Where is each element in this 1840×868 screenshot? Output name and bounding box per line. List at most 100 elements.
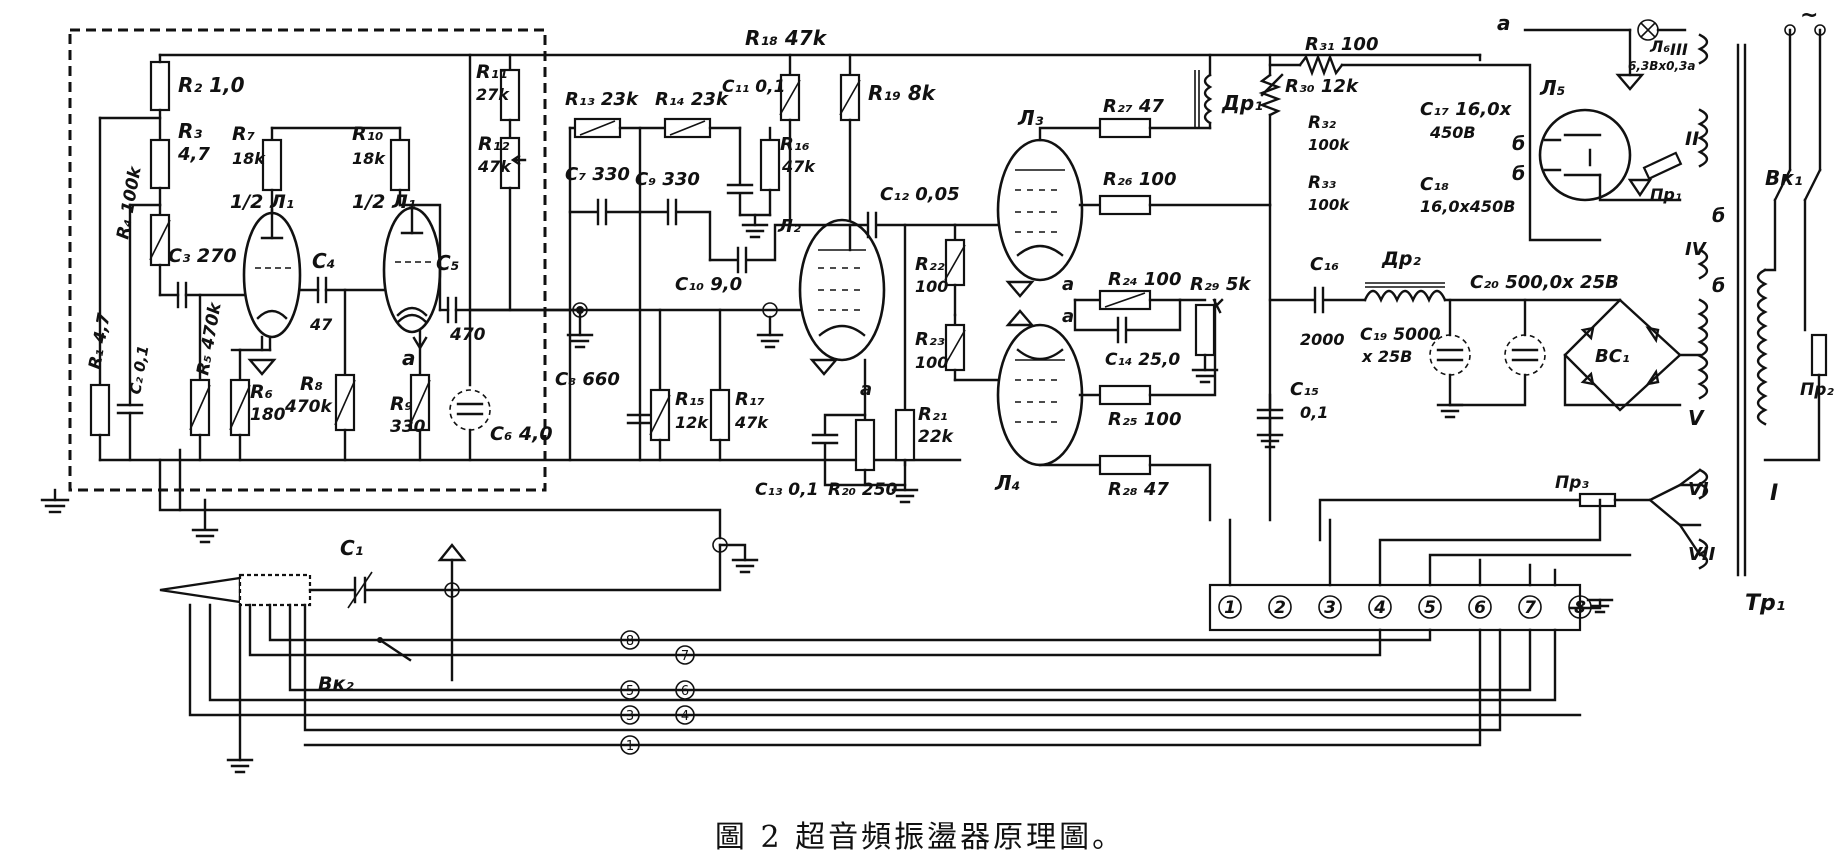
capacitor-c15 xyxy=(1256,393,1284,449)
label-bk1: Вк₁ xyxy=(1765,166,1803,190)
resistor-r3 xyxy=(149,138,171,207)
label-r27: R₂₇ 47 xyxy=(1103,96,1164,117)
resistor-r27 xyxy=(1038,117,1212,142)
label-c19: C₁₉ 5000 xyxy=(1360,325,1441,345)
connector-pin-4: 4 xyxy=(1368,595,1392,619)
label-c20: C₂₀ 500,0x 25В xyxy=(1470,272,1619,293)
svg-text:1: 1 xyxy=(626,739,634,754)
label-r33: R₃₃ xyxy=(1308,173,1337,193)
label-aTop: а xyxy=(1497,11,1511,35)
resistor-r31 xyxy=(1268,53,1602,242)
tube-l2 xyxy=(788,218,886,362)
label-a2: a xyxy=(860,379,872,400)
label-r18: R₁₈ 47k xyxy=(745,26,828,50)
label-pr1: Пр₁ xyxy=(1650,185,1682,204)
label-c17v: 450В xyxy=(1429,123,1476,142)
label-w1: I xyxy=(1770,481,1778,506)
label-b3: б xyxy=(1712,205,1725,227)
svg-text:8: 8 xyxy=(626,634,634,649)
label-l3: Л₃ xyxy=(1017,106,1044,130)
ground-mid2 xyxy=(756,302,784,349)
label-b4: б xyxy=(1712,275,1725,297)
label-l1b: 1/2 Л₁ xyxy=(352,191,416,213)
resistor-r21 xyxy=(894,408,916,492)
label-r15: R₁₅ xyxy=(675,389,705,410)
cable-marker-8: 8 xyxy=(620,630,640,650)
resistor-r13 xyxy=(568,117,667,139)
cable-bundle xyxy=(188,603,1582,774)
label-r8v: 470k xyxy=(284,397,333,417)
svg-text:3: 3 xyxy=(626,709,634,724)
label-r9v: 330 xyxy=(390,417,426,437)
label-a1: a xyxy=(402,346,416,370)
label-dr2: Др₂ xyxy=(1381,248,1422,270)
label-c3: C₃ 270 xyxy=(168,245,237,267)
b-plus-rail xyxy=(158,53,1482,62)
svg-text:5: 5 xyxy=(1424,598,1436,618)
label-a4: a xyxy=(1062,306,1074,327)
shield-ground xyxy=(40,488,70,514)
resistor-r6 xyxy=(229,335,272,462)
svg-text:6: 6 xyxy=(681,684,689,699)
capacitor-c1 xyxy=(347,543,722,609)
label-b1: б xyxy=(1512,133,1525,155)
capacitor-c2 xyxy=(116,203,162,462)
capacitor-c13 xyxy=(811,413,907,487)
ground-mid1 xyxy=(566,302,594,349)
figure-caption: 圖 2 超音頻振盪器原理圖。 xyxy=(714,820,1126,855)
shield-box xyxy=(68,28,547,492)
label-l2: Л₂ xyxy=(777,216,801,237)
label-r21v: 22k xyxy=(918,427,955,447)
label-l6v: 6,3Вx0,3а xyxy=(1628,59,1696,73)
label-r22v: 100 xyxy=(915,277,948,296)
label-c15: C₁₅ xyxy=(1290,379,1319,400)
label-c6: C₆ 4,0 xyxy=(490,423,553,445)
ground-l2 xyxy=(809,358,839,376)
label-r13: R₁₃ 23k xyxy=(565,89,639,110)
resistor-r30 xyxy=(1258,53,1284,207)
label-r5: R₅ 470k xyxy=(193,300,226,377)
label-r23: R₂₃ xyxy=(915,329,945,350)
capacitor-c4 xyxy=(270,208,397,304)
label-r11v: 27k xyxy=(476,85,510,104)
label-r32v: 100k xyxy=(1308,136,1350,154)
svg-text:5: 5 xyxy=(626,684,634,699)
label-r19: R₁₉ 8k xyxy=(868,81,937,105)
resistor-r22 xyxy=(903,223,966,317)
label-r29: R₂₉ 5k xyxy=(1190,274,1251,295)
resistor-r12 xyxy=(499,136,527,312)
fuse-pr2 xyxy=(1763,333,1828,462)
label-b2: б xyxy=(1512,163,1525,185)
cable-marker-3: 3 xyxy=(620,705,640,725)
label-c11: C₁₁ 0,1 xyxy=(722,77,785,97)
svg-text:7: 7 xyxy=(681,649,689,664)
label-c13: C₁₃ 0,1 xyxy=(755,480,818,500)
label-r23v: 100 xyxy=(915,353,948,372)
cable-marker-5: 5 xyxy=(620,680,640,700)
label-tilde: ~ xyxy=(1800,3,1818,28)
label-r10v: 18k xyxy=(352,149,386,168)
label-a3: a xyxy=(1062,274,1074,295)
connector-pin-3: 3 xyxy=(1318,595,1342,619)
label-c5: C₅ xyxy=(436,251,459,275)
label-r24: R₂₄ 100 xyxy=(1108,269,1181,290)
capacitor-c16 xyxy=(1268,286,1367,314)
label-r10: R₁₀ xyxy=(352,123,383,145)
label-c18v: 16,0x450В xyxy=(1420,197,1515,216)
tube-l1-left xyxy=(242,211,302,339)
label-r28: R₂₈ 47 xyxy=(1108,479,1169,500)
capacitor-c8 xyxy=(626,413,654,425)
label-r33v: 100k xyxy=(1308,196,1350,214)
lamp-l6 xyxy=(1523,19,1687,91)
label-c4: C₄ xyxy=(312,249,335,273)
label-r11: R₁₁ xyxy=(476,61,507,83)
svg-text:4: 4 xyxy=(1373,598,1386,618)
label-r1: R₁ 4,7 xyxy=(85,312,115,371)
resistor-r19 xyxy=(839,53,861,227)
resistor-r20 xyxy=(854,358,876,487)
connector-pin-5: 5 xyxy=(1418,595,1442,619)
label-r4: R₄ 100k xyxy=(113,164,146,241)
label-w7: VII xyxy=(1688,544,1716,565)
tube-l5 xyxy=(1538,108,1682,202)
label-c14: C₁₄ 25,0 xyxy=(1105,350,1180,370)
